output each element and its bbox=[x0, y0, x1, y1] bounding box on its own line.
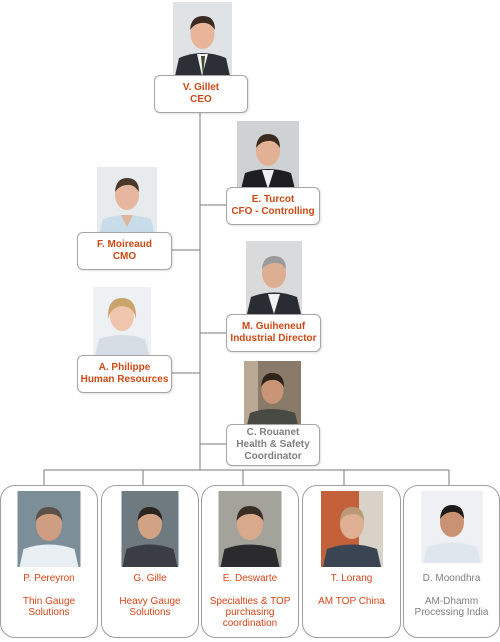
deswarte-name: E. Deswarte bbox=[222, 573, 278, 584]
turcot-box: E. Turcot CFO - Controlling bbox=[226, 187, 320, 225]
moondhra-role: AM-Dhamm Processing India bbox=[406, 596, 497, 618]
turcot-name: E. Turcot bbox=[251, 194, 295, 205]
lorang-photo bbox=[320, 491, 383, 567]
gille-photo bbox=[121, 491, 179, 567]
deswarte-role-line3: purchasing bbox=[225, 607, 275, 618]
rouanet-name: C. Rouanet bbox=[246, 427, 300, 438]
guiheneuf-box: M. Guiheneuf Industrial Director bbox=[226, 314, 321, 352]
gille-role-line1: Heavy Gauge bbox=[119, 596, 181, 607]
card-pereyron: P. Pereyron Thin Gauge Solutions bbox=[0, 485, 98, 638]
rouanet-title-line2: Coordinator bbox=[244, 451, 302, 462]
rouanet-box: C. Rouanet Health & Safety Coordinator bbox=[226, 424, 320, 466]
moondhra-role-line3: India bbox=[466, 607, 489, 618]
card-lorang: T. Lorang AM TOP China bbox=[302, 485, 401, 638]
lorang-role: AM TOP China bbox=[305, 596, 398, 607]
guiheneuf-name: M. Guiheneuf bbox=[241, 321, 306, 332]
moondhra-photo bbox=[420, 491, 483, 563]
guiheneuf-title: Industrial Director bbox=[230, 333, 317, 344]
philippe-name: A. Philippe bbox=[98, 362, 151, 373]
philippe-title: Human Resources bbox=[80, 374, 169, 385]
deswarte-role-line4: coordination bbox=[222, 618, 278, 629]
card-moondhra: D. Moondhra AM-Dhamm Processing India bbox=[403, 485, 500, 638]
pereyron-role-line2: Solutions bbox=[28, 607, 70, 618]
deswarte-role: Specialties & TOP purchasing coordinatio… bbox=[204, 596, 296, 629]
lorang-name: T. Lorang bbox=[330, 573, 373, 584]
gille-name: G. Gille bbox=[133, 573, 167, 584]
moondhra-role-line2: Processing bbox=[414, 607, 464, 618]
guiheneuf-photo bbox=[246, 241, 302, 314]
ceo-name: V. Gillet bbox=[182, 82, 220, 93]
ceo-photo bbox=[173, 2, 232, 76]
pereyron-name: P. Pereyron bbox=[23, 573, 75, 584]
ceo-title: CEO bbox=[190, 94, 212, 105]
moireaud-title: CMO bbox=[112, 251, 137, 262]
deswarte-role-line2: & TOP bbox=[260, 596, 291, 607]
turcot-title: CFO - Controlling bbox=[231, 206, 315, 217]
moireaud-photo bbox=[97, 167, 157, 235]
turcot-photo bbox=[237, 121, 299, 189]
card-deswarte: E. Deswarte Specialties & TOP purchasing… bbox=[201, 485, 299, 638]
lorang-role-line1: AM TOP China bbox=[318, 596, 385, 607]
deswarte-role-line1: Specialties bbox=[209, 596, 259, 607]
moireaud-box: F. Moireaud CMO bbox=[77, 232, 172, 270]
philippe-photo bbox=[93, 287, 151, 355]
pereyron-role-line1: Thin Gauge bbox=[22, 596, 76, 607]
gille-role: Heavy Gauge Solutions bbox=[104, 596, 196, 618]
moireaud-name: F. Moireaud bbox=[96, 239, 152, 250]
rouanet-photo bbox=[244, 361, 301, 429]
ceo-box: V. Gillet CEO bbox=[154, 75, 248, 113]
deswarte-photo bbox=[218, 491, 282, 567]
pereyron-role: Thin Gauge Solutions bbox=[3, 596, 95, 618]
gille-role-line2: Solutions bbox=[129, 607, 171, 618]
moondhra-name: D. Moondhra bbox=[422, 573, 481, 584]
moondhra-role-line1: AM-Dhamm bbox=[424, 596, 479, 607]
philippe-box: A. Philippe Human Resources bbox=[77, 355, 172, 393]
card-gille: G. Gille Heavy Gauge Solutions bbox=[101, 485, 199, 638]
rouanet-title-line1: Health & Safety bbox=[236, 439, 310, 450]
pereyron-photo bbox=[17, 491, 81, 567]
